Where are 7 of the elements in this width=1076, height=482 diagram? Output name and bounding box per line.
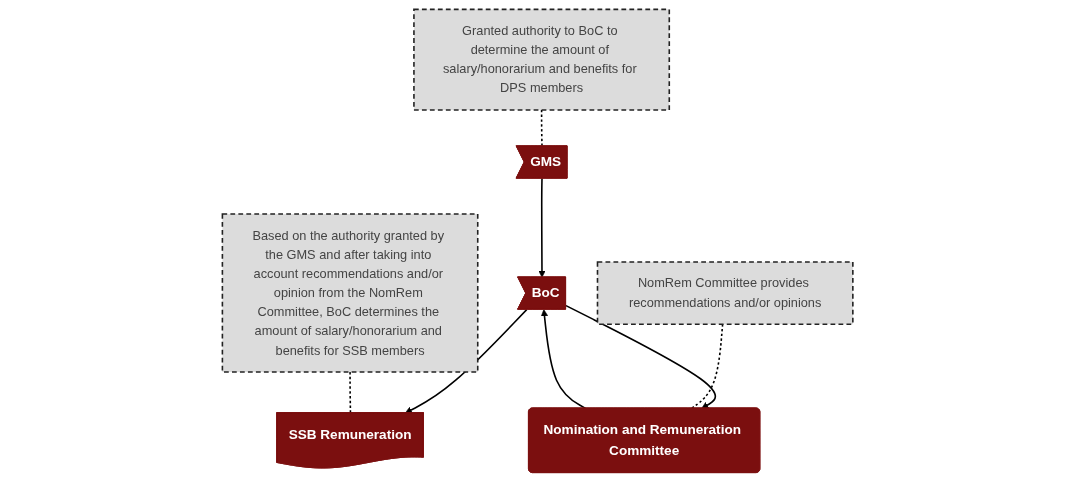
arrow (405, 308, 528, 414)
node-box: NomRem Committee provides recommendations and/or opinions (597, 261, 854, 325)
arrow (565, 304, 717, 409)
arrow (538, 177, 546, 278)
connector (349, 371, 352, 414)
node-box: Granted authority to BoC to determine the amount of salary/honorarium and benefits for DPS members (413, 8, 671, 111)
node-box: Based on the authority granted by the GMS and after taking into account recommendations and/or opinion from the NomRem Committee, BoC determines the amount of salary/honorarium and benefits for SSB members (221, 213, 479, 373)
